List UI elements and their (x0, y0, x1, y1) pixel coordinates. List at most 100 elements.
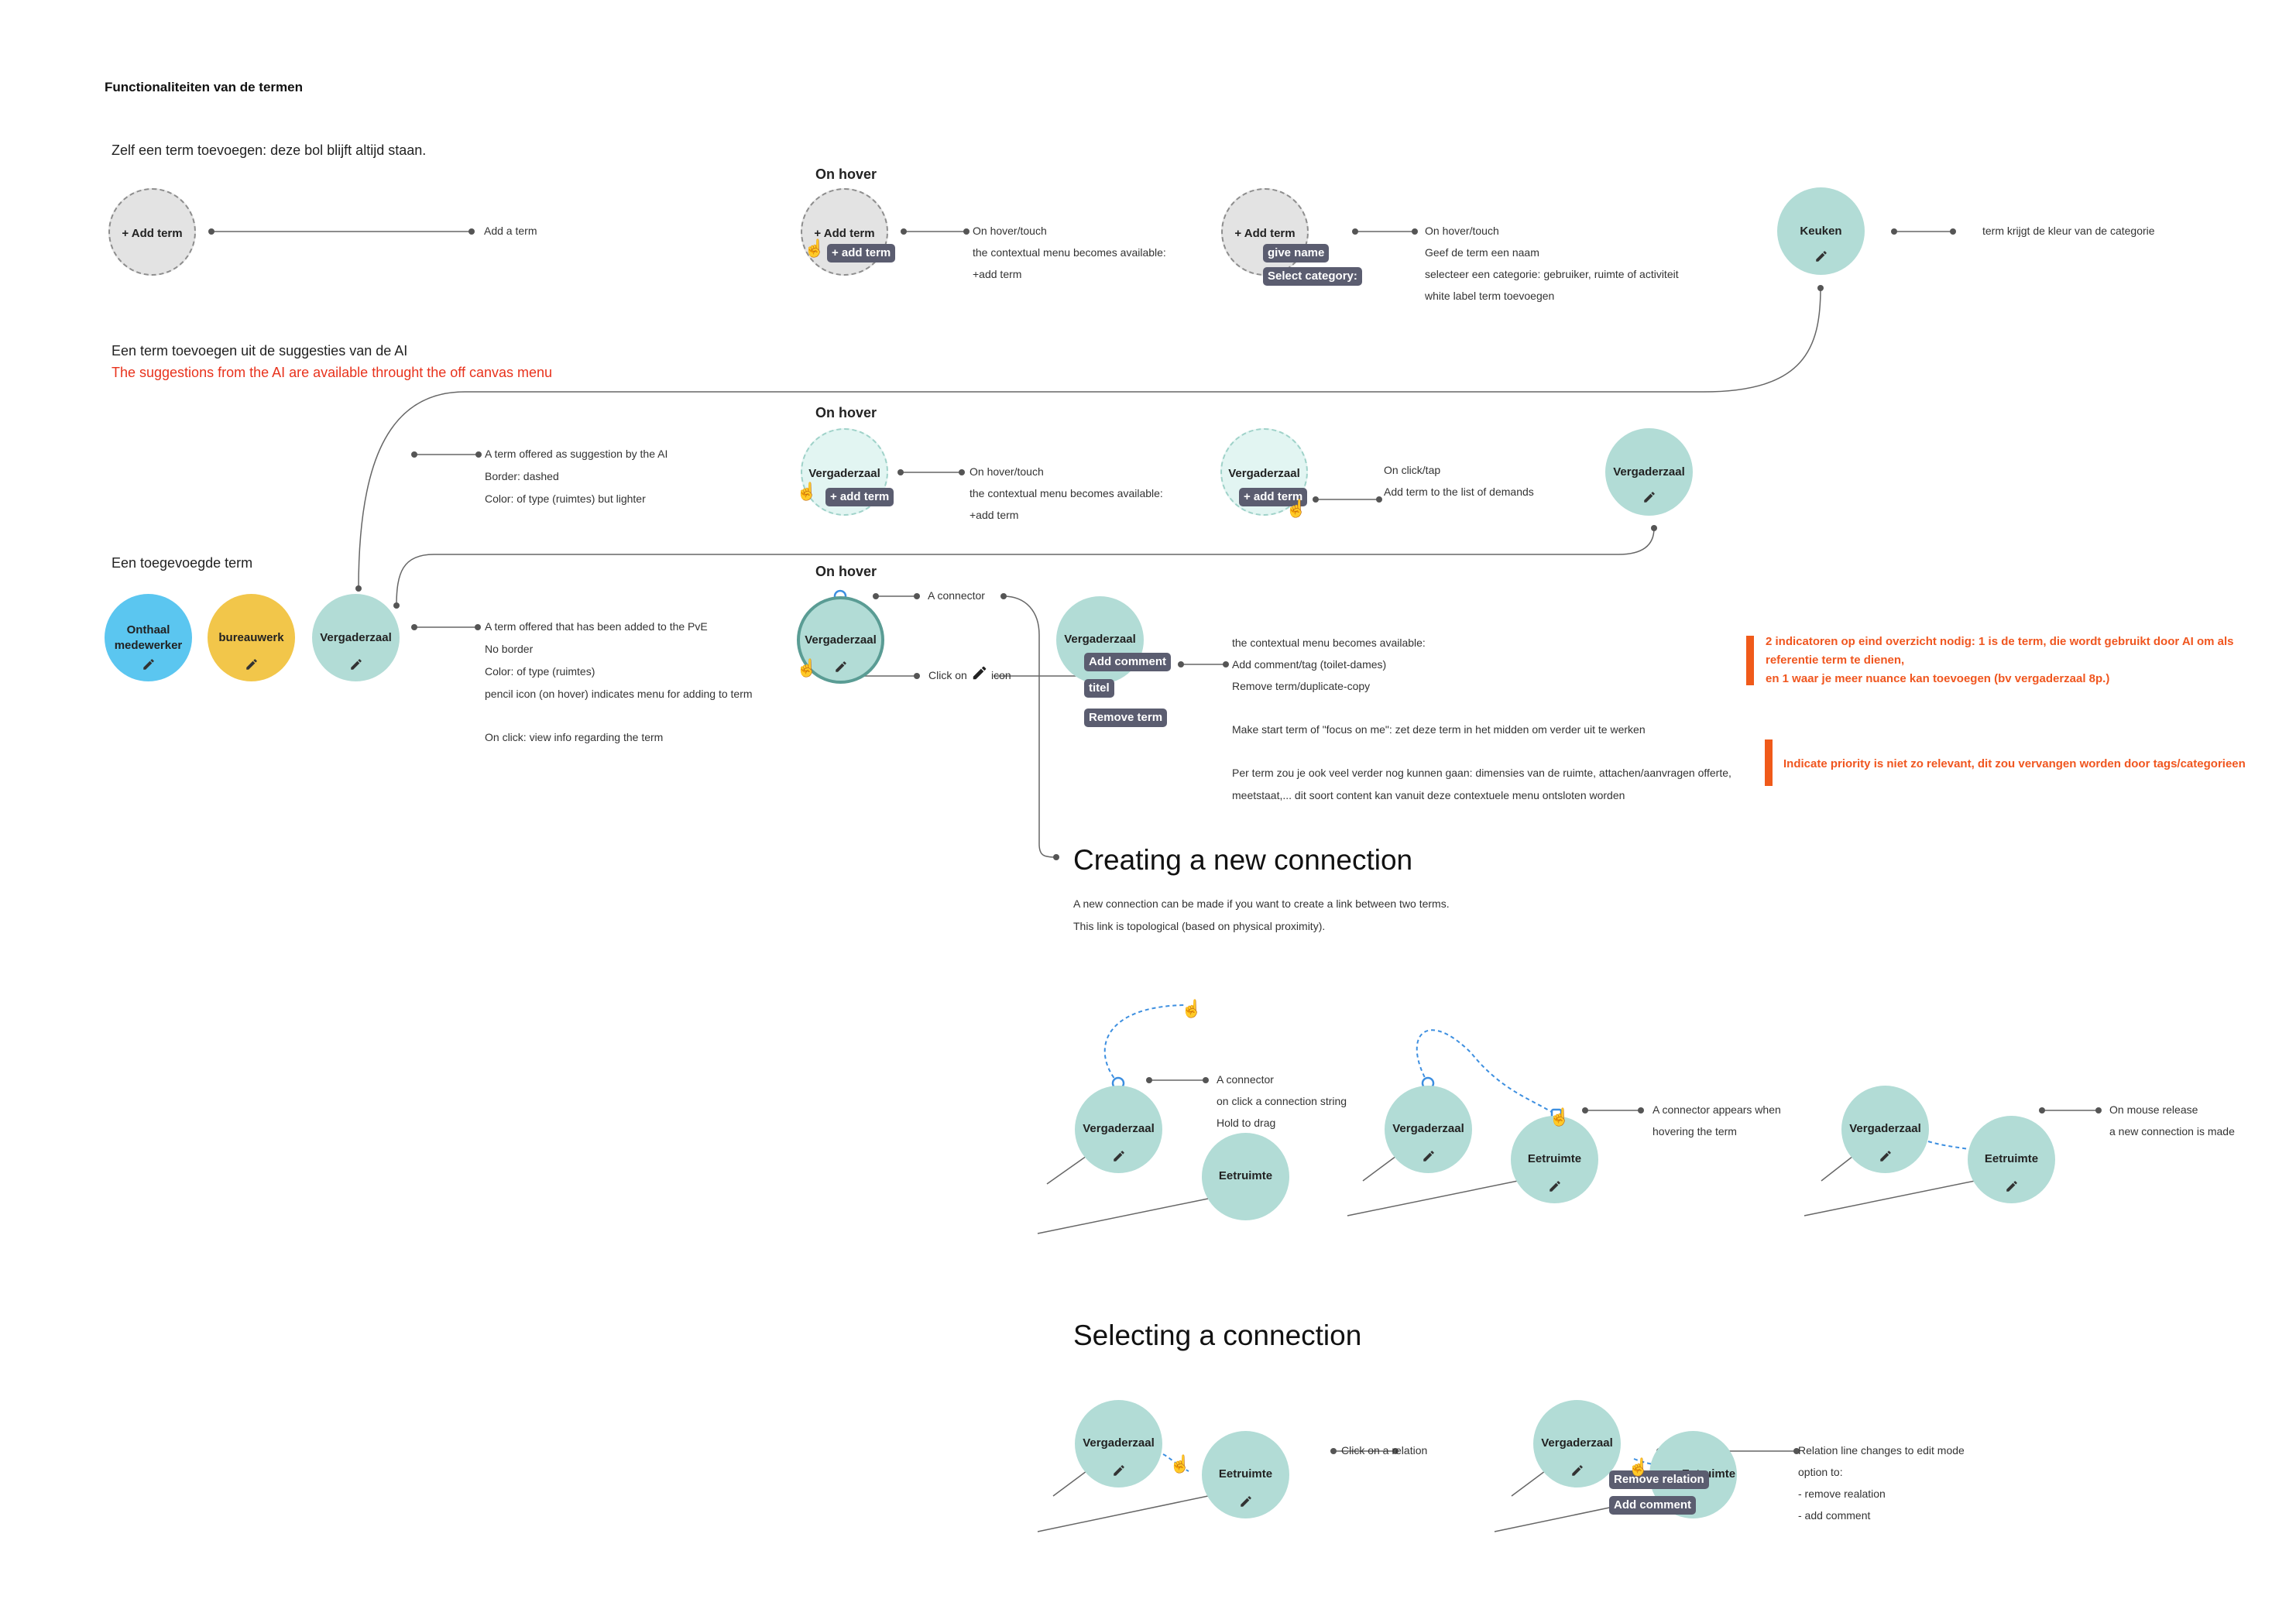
onthaal-label: Onthaal medewerker (114, 623, 183, 653)
added-note-line-2: No border (485, 643, 534, 655)
add-term-bubble-hover[interactable]: + Add term (801, 188, 888, 276)
pencil-icon[interactable] (1112, 1463, 1126, 1477)
added-note-line-6: On click: view info regarding the term (485, 731, 664, 743)
add-term-pill[interactable]: + add term (1239, 488, 1308, 506)
bureauwerk-label: bureauwerk (218, 631, 284, 644)
select-note2-line-2: option to: (1798, 1466, 1843, 1478)
create-note1-line-3: Hold to drag (1217, 1117, 1276, 1129)
add-term-label: + Add term (122, 227, 183, 240)
vergaderzaal-bubble-create-3[interactable]: Vergaderzaal (1841, 1086, 1929, 1173)
added-note-line-1: A term offered that has been added to th… (485, 620, 708, 633)
orange-indicator-bar-2 (1765, 739, 1773, 786)
create-note2-line-2: hovering the term (1653, 1125, 1737, 1137)
added-note-line-3: Color: of type (ruimtes) (485, 665, 595, 678)
hand-pointer-icon: ☝ (796, 658, 818, 678)
on-hover-label-1: On hover (815, 166, 877, 182)
eetruimte-label: Eetruimte (1218, 1169, 1273, 1182)
added-term-bubble-right[interactable]: Vergaderzaal (1605, 428, 1693, 516)
hand-pointer-icon: ☝ (1169, 1454, 1191, 1474)
section-ai-add-note: The suggestions from the AI are availabl… (112, 365, 553, 380)
pencil-icon[interactable] (349, 657, 363, 671)
bureauwerk-term-bubble[interactable]: bureauwerk (208, 594, 295, 681)
give-name-pill[interactable]: give name (1263, 244, 1330, 262)
add-term-bubble[interactable]: + Add term (108, 188, 196, 276)
add-term-bubble-name[interactable]: + Add term (1221, 188, 1309, 276)
select-category-pill[interactable]: Select category: (1263, 267, 1362, 286)
eetruimte-bubble-create-2[interactable]: Eetruimte (1511, 1116, 1598, 1203)
hand-pointer-icon: ☝ (804, 238, 825, 258)
menu-note-line-3: Remove term/duplicate-copy (1232, 680, 1371, 692)
add-a-term-note: Add a term (484, 225, 537, 237)
pencil-icon[interactable] (1112, 1149, 1126, 1163)
keuken-note: term krijgt de kleur van de categorie (1982, 225, 2155, 237)
vergaderzaal-label: Vergaderzaal (1228, 467, 1300, 480)
pencil-icon[interactable] (1422, 1149, 1436, 1163)
add-term-pill[interactable]: + add term (827, 244, 896, 262)
create-note3-line-2: a new connection is made (2109, 1125, 2235, 1137)
icon-word-label: icon (991, 669, 1011, 681)
vergaderzaal-label: Vergaderzaal (808, 467, 880, 480)
pencil-icon[interactable] (1814, 249, 1828, 263)
suggest-note-line-2: Border: dashed (485, 470, 559, 482)
pencil-icon[interactable] (1642, 490, 1656, 504)
onthaal-term-bubble[interactable]: Onthaal medewerker (105, 594, 192, 681)
add-term-pill[interactable]: + add term (825, 488, 894, 506)
vergaderzaal-hover-bubble[interactable]: Vergaderzaal (797, 596, 884, 684)
add-comment-pill[interactable]: Add comment (1084, 653, 1172, 671)
selecting-heading: Selecting a connection (1073, 1319, 1362, 1351)
eetruimte-bubble-create-3[interactable]: Eetruimte (1968, 1116, 2055, 1203)
add-term-label: + Add term (1234, 227, 1296, 240)
keuken-term-bubble[interactable]: Keuken (1777, 187, 1865, 275)
eetruimte-label: Eetruimte (1218, 1467, 1273, 1481)
focus-note: Make start term of "focus on me": zet de… (1232, 723, 1646, 736)
vergaderzaal-bubble-select-1[interactable]: Vergaderzaal (1075, 1400, 1162, 1487)
orange-comment-2: Indicate priority is niet zo relevant, d… (1783, 757, 2246, 770)
click-note-line-2: Add term to the list of demands (1384, 486, 1534, 498)
vergaderzaal-bubble-create-1[interactable]: Vergaderzaal (1075, 1086, 1162, 1173)
titel-pill[interactable]: titel (1084, 679, 1114, 698)
click-on-label: Click on (928, 669, 967, 681)
remove-term-pill[interactable]: Remove term (1084, 709, 1168, 727)
pencil-icon[interactable] (1570, 1463, 1584, 1477)
pencil-icon[interactable] (245, 657, 259, 671)
name-note-line-2: Geef de term een naam (1425, 246, 1539, 259)
hover-note-line-3: +add term (973, 268, 1022, 280)
pencil-icon[interactable] (2005, 1179, 2019, 1193)
add-comment-pill[interactable]: Add comment (1609, 1496, 1697, 1515)
pencil-icon[interactable] (142, 657, 156, 671)
name-note-line-3: selecteer een categorie: gebruiker, ruim… (1425, 268, 1679, 280)
pencil-icon[interactable] (1879, 1149, 1893, 1163)
hover2-note-line-3: +add term (970, 509, 1019, 521)
pencil-icon[interactable] (1548, 1179, 1562, 1193)
pencil-icon (973, 666, 987, 680)
create-note3-line-1: On mouse release (2109, 1103, 2198, 1116)
eetruimte-label: Eetruimte (1527, 1152, 1582, 1165)
a-connector-label: A connector (928, 589, 985, 602)
vergaderzaal-label: Vergaderzaal (320, 631, 392, 644)
hand-pointer-icon: ☝ (1628, 1457, 1649, 1477)
hover2-note-line-1: On hover/touch (970, 465, 1044, 478)
section-added: Een toegevoegde term (112, 555, 253, 571)
vergaderzaal-label: Vergaderzaal (1392, 1122, 1464, 1135)
eetruimte-bubble-select-1[interactable]: Eetruimte (1202, 1431, 1289, 1518)
more-note-line-1: Per term zou je ook veel verder nog kunn… (1232, 767, 1731, 779)
remove-relation-pill[interactable]: Remove relation (1609, 1470, 1709, 1489)
pencil-icon[interactable] (1239, 1494, 1253, 1508)
on-hover-label-2: On hover (815, 405, 877, 420)
vergaderzaal-bubble-create-2[interactable]: Vergaderzaal (1385, 1086, 1472, 1173)
menu-note-line-1: the contextual menu becomes available: (1232, 637, 1426, 649)
suggest-note-line-3: Color: of type (ruimtes) but lighter (485, 492, 646, 505)
page-title: Functionaliteiten van de termen (105, 80, 303, 94)
creating-desc-line-2: This link is topological (based on physi… (1073, 920, 1326, 932)
menu-note-line-2: Add comment/tag (toilet-dames) (1232, 658, 1387, 671)
vergaderzaal-bubble-select-2[interactable]: Vergaderzaal (1533, 1400, 1621, 1487)
select-note2-line-1: Relation line changes to edit mode (1798, 1444, 1965, 1457)
vergaderzaal-label: Vergaderzaal (1083, 1436, 1155, 1450)
select-note1: Click on a relation (1341, 1444, 1428, 1457)
suggest-note-line-1: A term offered as suggestion by the AI (485, 448, 668, 460)
eetruimte-bubble-create-1[interactable]: Eetruimte (1202, 1133, 1289, 1220)
create-note1-line-2: on click a connection string (1217, 1095, 1347, 1107)
vergaderzaal-term-bubble[interactable]: Vergaderzaal (312, 594, 400, 681)
pencil-icon[interactable] (834, 660, 848, 674)
